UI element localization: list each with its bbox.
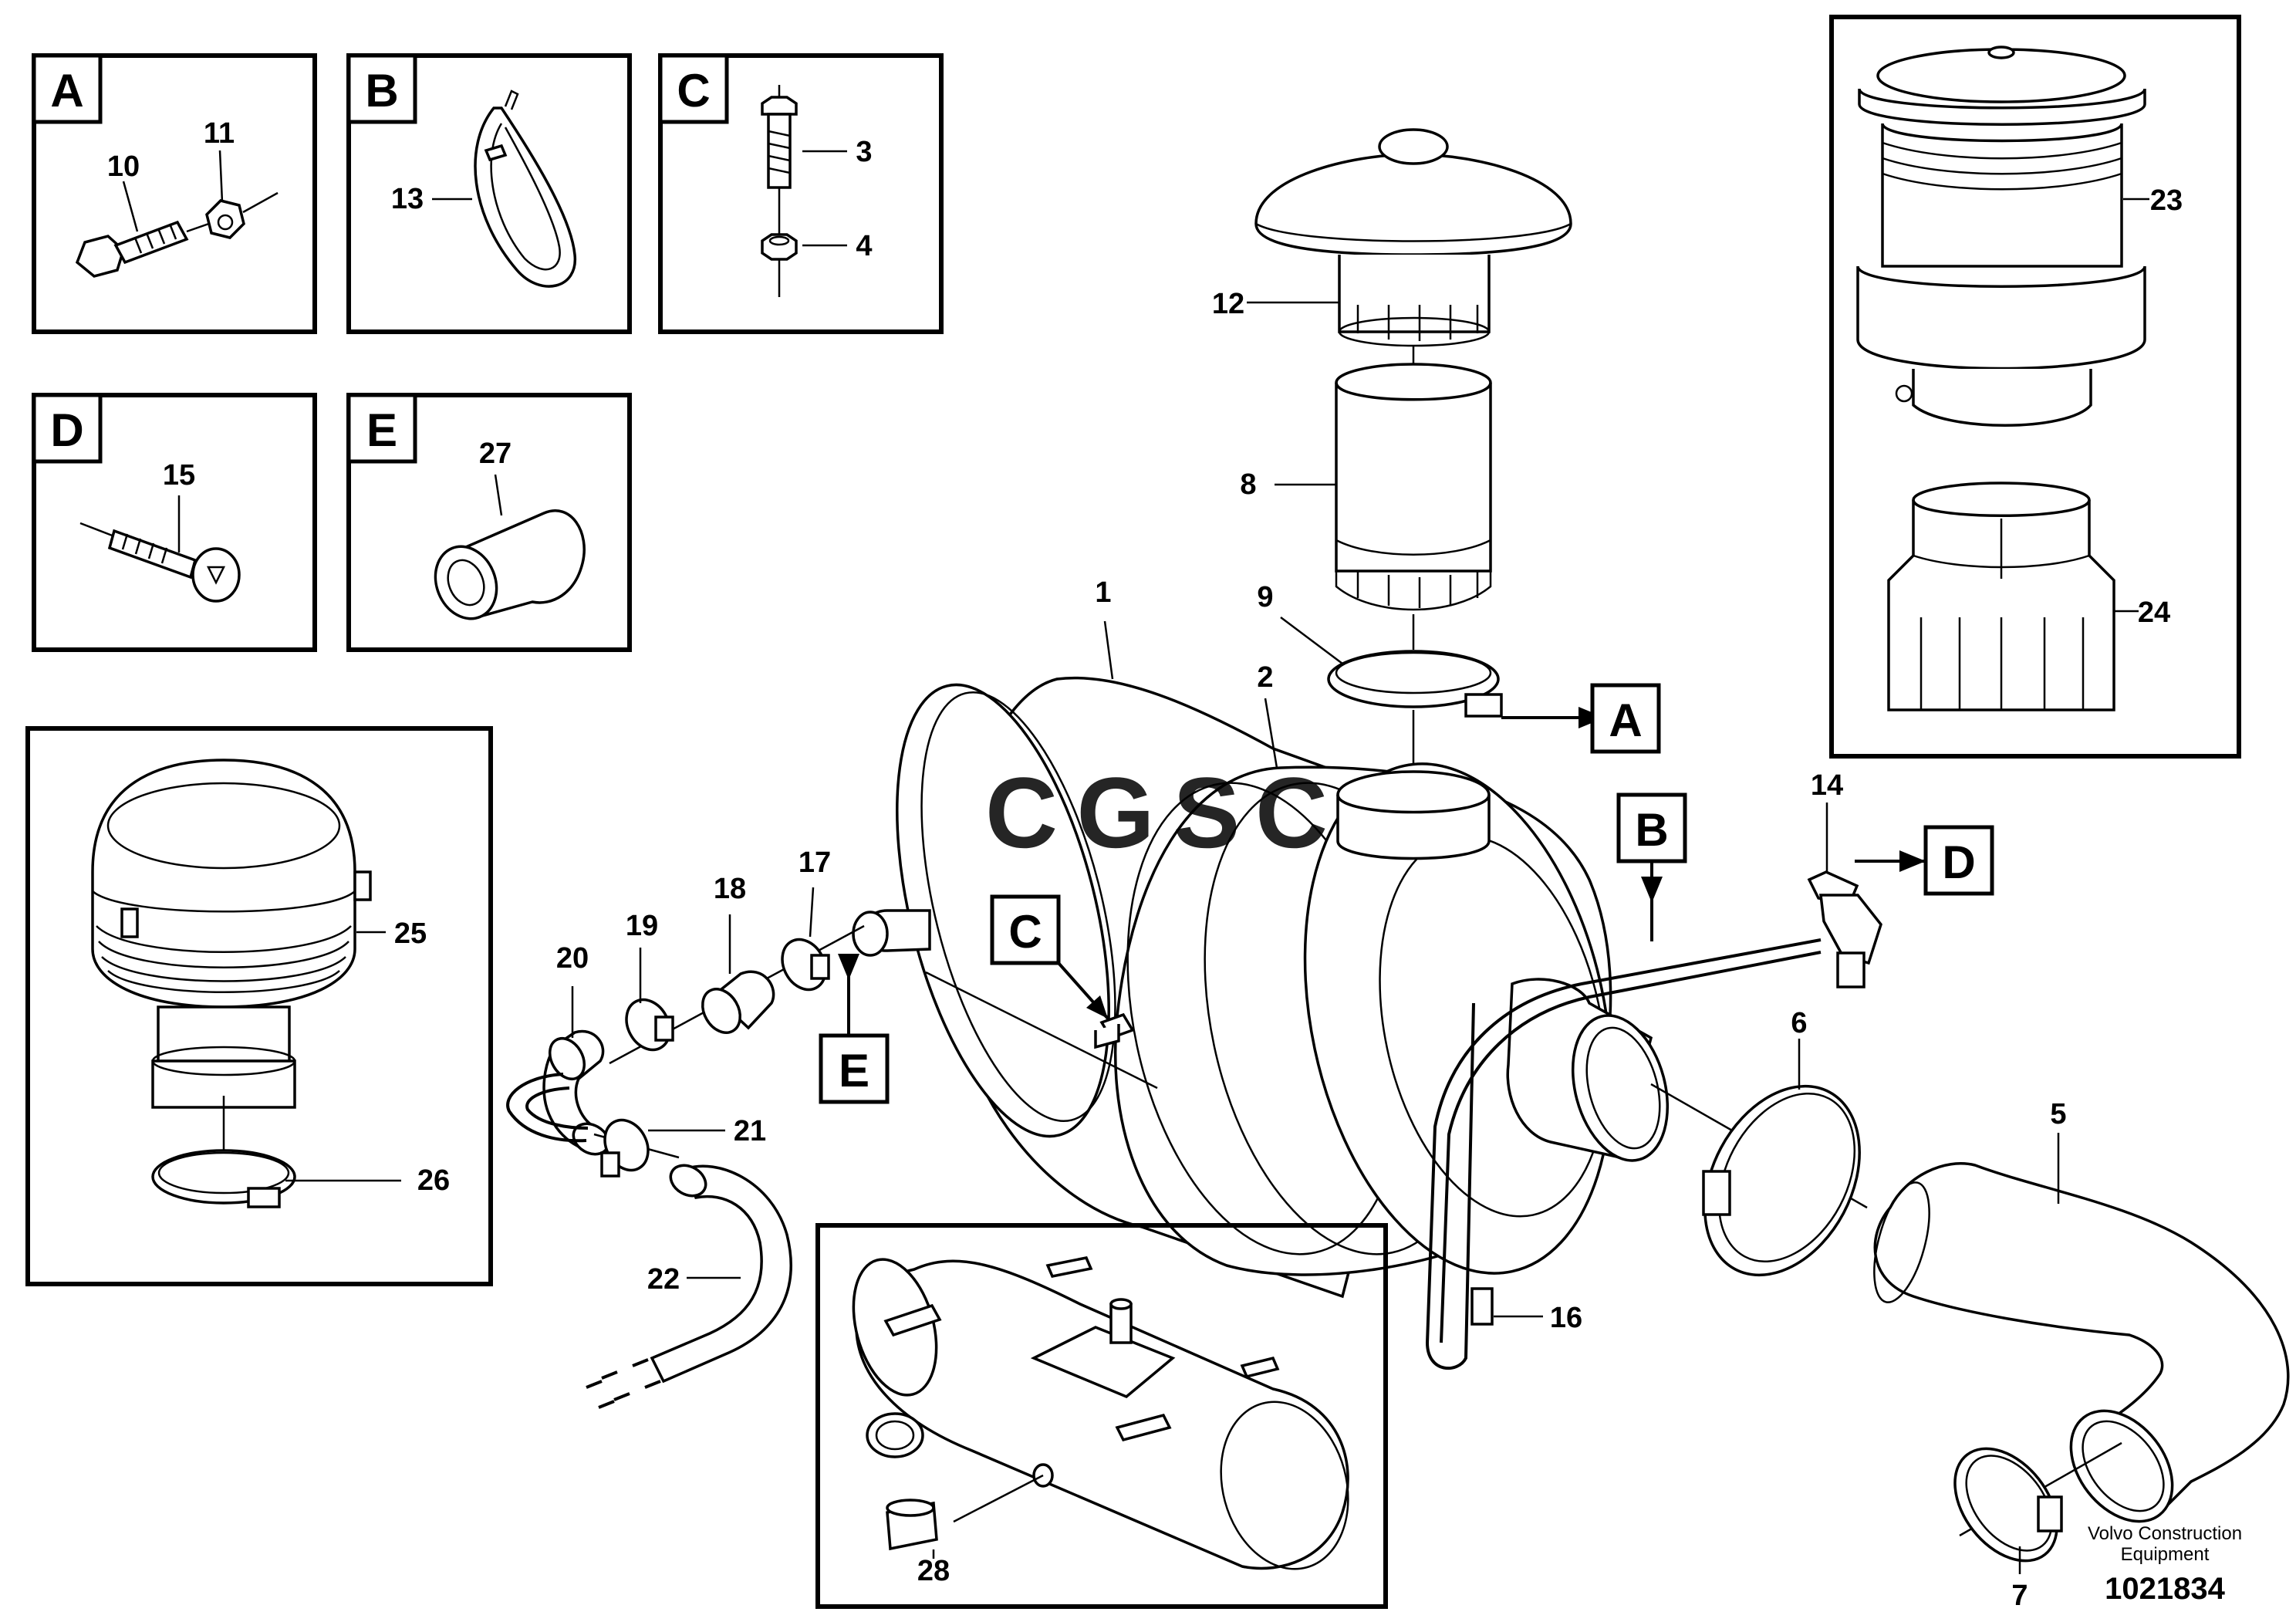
callout-e: E	[819, 954, 890, 1104]
label-21: 21	[734, 1115, 766, 1147]
plug-detail-box: 28	[815, 1223, 1388, 1609]
label-17: 17	[799, 846, 831, 879]
cyclone-prefilter	[1856, 46, 2146, 427]
footer: Volvo Construction Equipment 1021834	[2088, 1523, 2242, 1606]
detail-letter-d: D	[50, 404, 83, 456]
label-11: 11	[204, 117, 235, 150]
evacuator-hose-chain	[506, 924, 865, 1409]
nut-icon	[761, 233, 798, 261]
svg-text:C: C	[1008, 906, 1042, 958]
detail-box-b: B 13	[346, 53, 632, 334]
spacer-sleeve-icon	[434, 509, 586, 620]
detail-box-c: C 3 4	[658, 53, 944, 334]
label-26: 26	[417, 1164, 450, 1197]
watermark-letter: C	[985, 756, 1058, 869]
band-clamp	[1327, 650, 1503, 718]
detail-box-a: A 10 11	[32, 53, 317, 334]
inlet-hose-elbow	[1873, 1162, 2290, 1523]
small-clamp-19	[625, 998, 674, 1052]
label-15: 15	[163, 459, 195, 492]
detail-letter-b: B	[365, 65, 398, 117]
label-8: 8	[1240, 468, 1256, 501]
label-6: 6	[1791, 1007, 1807, 1039]
label-25: 25	[394, 917, 427, 950]
cyclone-prefilter-box: 23 24	[1829, 15, 2241, 759]
label-7: 7	[2011, 1580, 2028, 1612]
label-12: 12	[1212, 288, 1244, 320]
label-24: 24	[2138, 596, 2170, 629]
detail-box-d: D 15	[32, 393, 317, 652]
label-20: 20	[556, 942, 589, 975]
hose-clamp-icon	[151, 1149, 296, 1208]
label-23: 23	[2150, 184, 2183, 217]
detail-box-e: E 27	[346, 393, 632, 652]
air-cleaner-housing	[852, 676, 1670, 1299]
label-18: 18	[714, 873, 746, 905]
label-4: 4	[856, 230, 872, 262]
label-27: 27	[479, 438, 512, 470]
label-3: 3	[856, 136, 872, 168]
small-clamp-17	[781, 938, 830, 992]
drawing-number: 1021834	[2105, 1572, 2225, 1606]
label-28: 28	[917, 1555, 950, 1587]
detail-letter-e: E	[366, 404, 397, 456]
label-2: 2	[1257, 661, 1273, 694]
label-10: 10	[107, 150, 140, 183]
label-16: 16	[1550, 1302, 1582, 1334]
precleaner-cap	[91, 759, 372, 1009]
cable-tie-icon	[474, 90, 576, 288]
label-22: 22	[647, 1263, 680, 1296]
cyclone-adapter-sleeve	[1887, 482, 2115, 711]
housing-side-view	[852, 1256, 1349, 1570]
label-9: 9	[1257, 581, 1273, 613]
watermark-letter: C	[1255, 756, 1328, 869]
label-19: 19	[626, 910, 658, 942]
hose-22	[586, 1164, 792, 1409]
detail-letter-c: C	[677, 65, 710, 117]
indicator-tube	[1425, 938, 1822, 1370]
plug-icon	[886, 1499, 938, 1551]
rain-cap-assembly	[1254, 128, 1572, 347]
svg-text:B: B	[1635, 804, 1668, 856]
bolt-icon	[761, 96, 798, 189]
label-13: 13	[391, 183, 424, 215]
intake-sleeve	[1335, 363, 1492, 611]
small-clamp-21	[600, 1118, 650, 1178]
hose-clamp-large	[1702, 1084, 1861, 1277]
callout-a: A	[1501, 683, 1661, 754]
precleaner-detail-box: 25 26	[25, 726, 493, 1286]
bolt-icon	[75, 219, 218, 278]
callout-c: C	[990, 894, 1109, 1020]
label-1: 1	[1095, 576, 1111, 609]
restriction-indicator	[1807, 870, 1882, 988]
svg-text:E: E	[839, 1045, 869, 1097]
svg-text:D: D	[1942, 836, 1975, 888]
callout-b: B	[1616, 792, 1687, 941]
screw-icon	[79, 522, 241, 603]
precleaner-stem	[151, 1005, 296, 1109]
brand-line-2: Equipment	[2121, 1544, 2210, 1565]
svg-text:A: A	[1609, 694, 1642, 746]
nut-icon	[205, 191, 279, 239]
watermark-letter: S	[1173, 756, 1241, 869]
label-5: 5	[2050, 1098, 2066, 1130]
watermark-logo: C G S C	[985, 756, 1328, 869]
callout-d: D	[1855, 825, 1994, 896]
label-14: 14	[1811, 769, 1843, 802]
hose-elbow-20	[542, 1029, 610, 1156]
hose-clamp-small	[1953, 1447, 2063, 1563]
brand-line-1: Volvo Construction	[2088, 1523, 2242, 1544]
watermark-letter: G	[1076, 756, 1154, 869]
detail-letter-a: A	[50, 65, 83, 117]
hose-connector-18	[701, 970, 775, 1034]
